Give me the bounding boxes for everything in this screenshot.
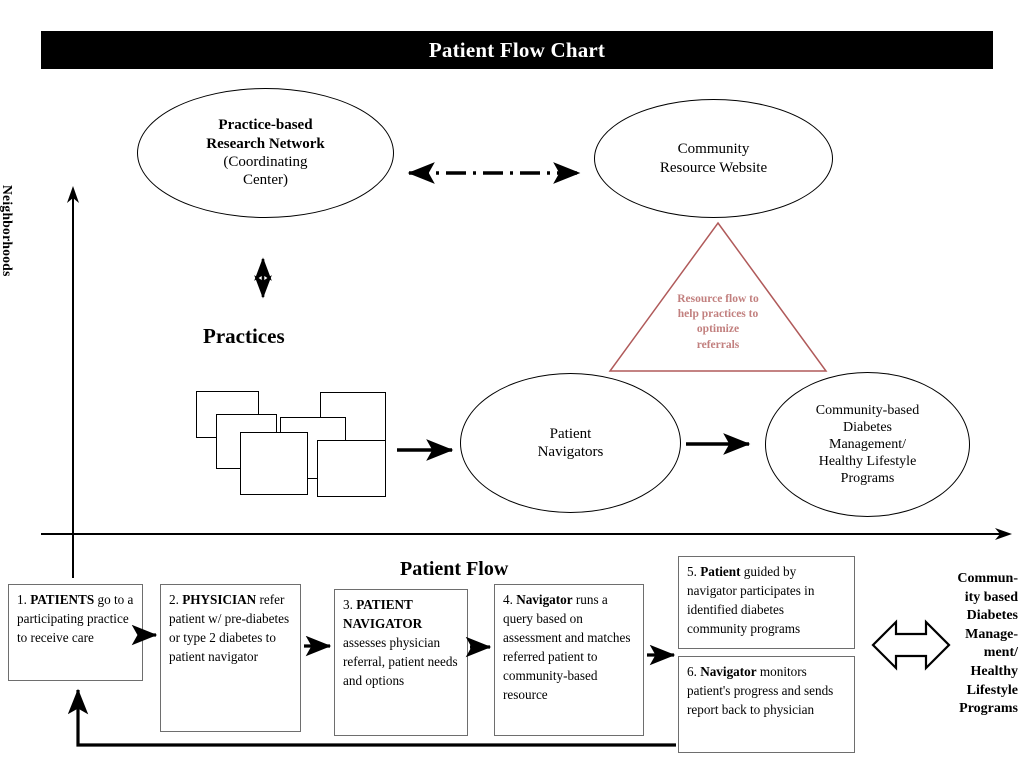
right-caption-line-1: Commun- [957,571,1018,586]
cbdm-line-2: Diabetes [843,419,892,435]
flow-step-2-number: 2. [169,592,179,607]
flow-step-3-emphasis: PATIENT NAVIGATOR [343,597,423,631]
flow-step-3-text: assesses physician referral, patient nee… [343,635,458,688]
right-outcome-caption: Commun- ity based Diabetes Manage- ment/… [920,570,1018,719]
right-caption-line-5: ment/ [983,645,1018,661]
node-community-based-diabetes-programs: Community-based Diabetes Management/ Hea… [765,372,970,517]
right-caption-line-7: Lifestyle [966,682,1018,698]
flow-step-6-number: 6. [687,664,697,679]
flow-step-5-emphasis: Patient [700,564,741,579]
patient-flow-section-label: Patient Flow [400,558,509,580]
triangle-line-4: referrals [696,338,740,351]
practice-square-6 [317,440,386,497]
crw-line-1: Community [677,141,750,158]
flow-step-4-emphasis: Navigator [516,592,573,607]
flow-step-4-number: 4. [503,592,513,607]
chart-title-bar: Patient Flow Chart [41,31,993,69]
flow-step-3-number: 3. [343,597,353,612]
y-axis-label: Neighborhoods [0,185,15,277]
practices-label: Practices [203,324,285,348]
cbdm-line-4: Healthy Lifestyle [818,454,917,470]
pbrn-line-1: Practice-based [218,117,313,134]
flow-step-1-text: go to a participating practice to receiv… [17,592,134,645]
triangle-line-3: optimize [696,323,740,336]
flow-step-box-6: 6. Navigator monitors patient's progress… [678,656,855,753]
pbrn-line-2: Research Network [206,135,325,152]
flow-step-1-emphasis: PATIENTS [30,592,95,607]
pbrn-line-4: Center) [243,172,288,189]
flow-step-4-text: runs a query based on assessment and mat… [503,592,631,702]
triangle-line-2: help practices to [677,308,759,321]
right-caption-line-8: Programs [959,701,1018,717]
right-caption-line-6: Healthy [970,664,1018,680]
cbdm-line-1: Community-based [815,402,920,418]
resource-flow-triangle [607,221,829,373]
page-title: Patient Flow Chart [428,37,606,62]
flow-step-box-2: 2. PHYSICIAN refer patient w/ pre-diabet… [160,584,301,732]
flow-step-5-text: guided by navigator participates in iden… [687,564,815,636]
cbdm-line-5: Programs [840,471,895,487]
flow-step-box-5: 5. Patient guided by navigator participa… [678,556,855,649]
flow-step-2-emphasis: PHYSICIAN [182,592,257,607]
node-community-resource-website: Community Resource Website [594,99,833,218]
node-patient-navigators: Patient Navigators [460,373,681,513]
flow-step-1-number: 1. [17,592,27,607]
flow-step-box-1: 1. PATIENTS go to a participating practi… [8,584,143,681]
navigators-line-1: Patient [549,425,592,442]
resource-flow-triangle-label: Resource flow to help practices to optim… [650,292,786,353]
flow-step-box-3: 3. PATIENT NAVIGATOR assesses physician … [334,589,468,736]
flow-step-2-text: refer patient w/ pre-diabetes or type 2 … [169,592,290,664]
node-practice-based-research-network: Practice-based Research Network (Coordin… [137,88,394,218]
practice-square-5 [240,432,308,495]
crw-line-2: Resource Website [659,159,768,176]
flow-step-6-text: monitors patient's progress and sends re… [687,664,834,717]
flow-step-5-number: 5. [687,564,697,579]
right-caption-line-4: Manage- [965,626,1018,642]
flow-step-box-4: 4. Navigator runs a query based on asses… [494,584,644,736]
right-caption-line-2: ity based [964,589,1018,605]
navigators-line-2: Navigators [537,444,604,460]
vertical-axis-line [72,190,74,578]
triangle-line-1: Resource flow to [677,293,759,305]
right-caption-line-3: Diabetes [966,608,1018,624]
cbdm-line-3: Management/ [829,436,906,452]
pbrn-line-3: (Coordinating [223,154,308,170]
flow-step-6-emphasis: Navigator [700,664,757,679]
horizontal-axis-line [41,533,1008,535]
